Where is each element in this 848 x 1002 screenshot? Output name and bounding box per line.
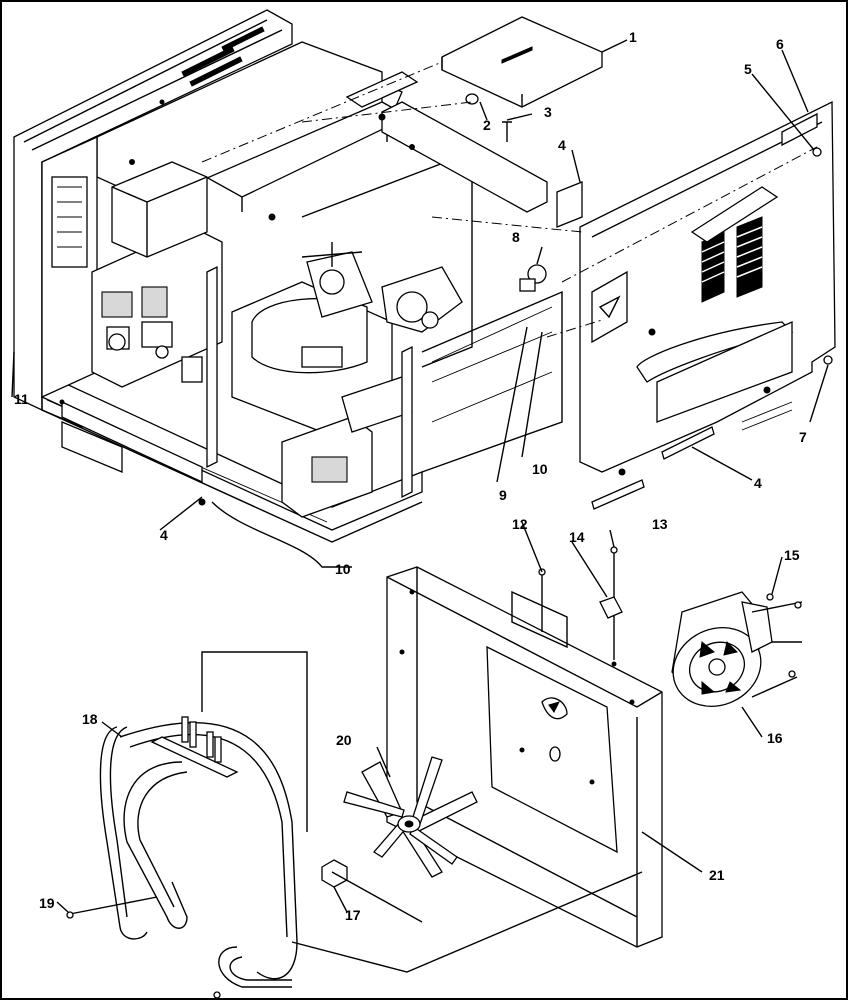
callout-4-left: 4 <box>160 527 168 543</box>
callout-17: 17 <box>345 907 361 923</box>
cabinet-assembly <box>13 9 563 543</box>
callout-16: 16 <box>767 730 783 746</box>
callout-8: 8 <box>512 229 520 245</box>
callout-10-right: 10 <box>532 461 548 477</box>
callout-20: 20 <box>336 732 352 748</box>
callout-2: 2 <box>483 117 491 133</box>
leader-lines <box>11 39 829 568</box>
callout-6: 6 <box>776 36 784 52</box>
right-side-panel <box>556 100 836 510</box>
callout-7: 7 <box>799 429 807 445</box>
callout-15: 15 <box>784 547 800 563</box>
lower-leader-lines <box>56 521 783 913</box>
callout-4-top: 4 <box>558 137 566 153</box>
callout-labels: 1 2 3 4 5 6 7 8 9 10 4 11 4 10 12 13 14 … <box>14 29 807 923</box>
heating-element-18 <box>99 651 643 988</box>
callout-4-right: 4 <box>754 475 762 491</box>
hardware-small <box>465 93 547 292</box>
fan-blade-20 <box>343 756 478 878</box>
callout-13: 13 <box>652 516 668 532</box>
callout-19: 19 <box>39 895 55 911</box>
rear-plate-21 <box>386 566 663 948</box>
callout-18: 18 <box>82 711 98 727</box>
convection-motor-16 <box>671 591 803 707</box>
callout-1: 1 <box>629 29 637 45</box>
callout-12: 12 <box>512 516 528 532</box>
small-screws <box>66 546 802 999</box>
callout-11: 11 <box>14 391 29 407</box>
callout-3: 3 <box>544 104 552 120</box>
callout-5: 5 <box>744 61 752 77</box>
callout-21: 21 <box>709 867 725 883</box>
callout-9: 9 <box>499 487 507 503</box>
callout-14: 14 <box>569 529 585 545</box>
callout-10-left: 10 <box>335 561 351 577</box>
part-1-cover <box>441 16 603 108</box>
